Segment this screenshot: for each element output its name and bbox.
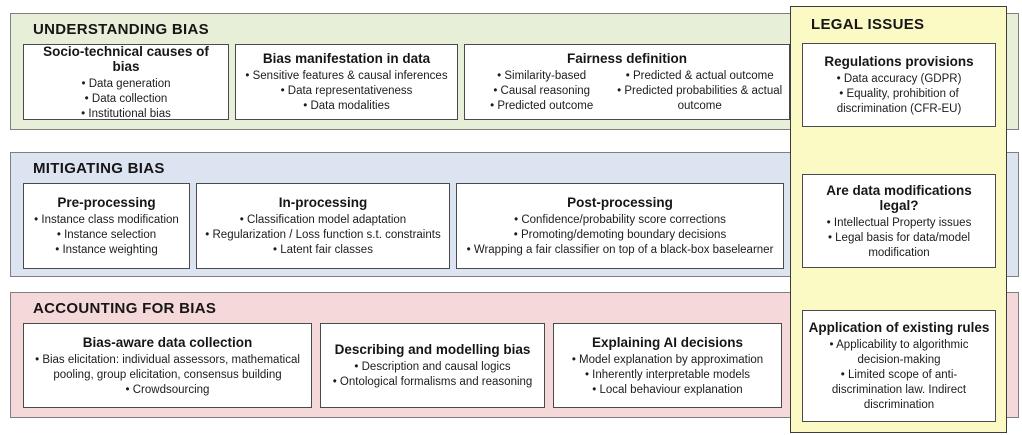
box-bias-manifestation-in-data: Bias manifestation in data • Sensitive f… [235,44,458,120]
bullet-item: • Wrapping a fair classifier on top of a… [466,244,774,256]
mitigating-bias-boxes: Pre-processing • Instance class modifica… [23,183,1018,269]
section-title-legal-issues: LEGAL ISSUES [811,16,925,33]
bullet-list: • Predicted & actual outcome • Predicted … [614,69,785,114]
bullet-item: • Causal reasoning [493,85,591,97]
bullet-list: • Description and causal logics • Ontolog… [325,360,540,390]
box-title: In-processing [278,195,368,210]
box-title: Socio-technical causes of bias [43,43,209,74]
bullet-item: • Data generation [81,77,171,90]
box-title: Bias manifestation in data [262,51,431,66]
box-title: Regulations provisions [824,54,974,69]
box-explaining-ai-decisions: Explaining AI decisions • Model explanat… [553,323,782,408]
bullet-item: • Model explanation by approximation [571,353,764,366]
section-title-understanding-bias: UNDERSTANDING BIAS [33,21,209,38]
box-pre-processing: Pre-processing • Instance class modifica… [23,183,190,269]
bullet-item: • Local behaviour explanation [592,383,743,396]
box-application-of-existing-rules: Application of existing rules • Applicab… [802,310,996,422]
bullet-item: • Confidence/probability score correctio… [514,214,726,226]
bullet-list: • Sensitive features & causal inferences… [240,69,453,114]
box-fairness-definition: Fairness definition • Similarity-based• … [464,44,790,120]
bullet-item: • Instance class modification [34,214,179,226]
bullet-list: • Model explanation by approximation • In… [558,353,777,398]
box-in-processing: In-processing • Classification model ada… [196,183,450,269]
bullet-item: • Crowdsourcing [125,383,210,396]
bullet-list: • Similarity-based • Causal reasoning • Pr… [469,69,614,114]
bullet-item: • Instance selection [56,229,157,241]
bullet-item: • Regularization / Loss function s.t. co… [205,229,441,241]
box-bias-aware-data-collection: Bias-aware data collection • Bias elicit… [23,323,312,408]
box-title: Fairness definition [566,51,688,66]
bullet-list: • Data generation • Data collection • Inst… [28,77,224,122]
bullet-list: • Classification model adaptation • Regul… [201,213,445,258]
bullet-item: • Intellectual Property issues [826,216,972,229]
bullet-list: • Bias elicitation: individual assessors… [28,353,307,398]
bullet-list: • Data accuracy (GDPR) • Equality, prohib… [808,72,990,117]
bullet-item: • Similarity-based [497,70,587,82]
bullet-item: • Predicted & actual outcome [625,70,774,82]
bullet-item: • Data collection [84,92,168,105]
bullet-item: • Institutional bias [81,107,171,120]
bullet-item: • Sensitive features & causal inferences [245,70,448,82]
bullet-item: • Predicted probabilities & actual outco… [617,85,783,112]
box-post-processing: Post-processing • Confidence/probability… [456,183,784,269]
bullet-item: • Data accuracy (GDPR) [836,73,962,85]
bullet-item: • Instance weighting [55,244,158,256]
box-title: Explaining AI decisions [591,334,744,350]
fairness-definition-columns: • Similarity-based • Causal reasoning • Pr… [469,69,785,114]
accounting-for-bias-boxes: Bias-aware data collection • Bias elicit… [23,323,1018,408]
bullet-item: • Classification model adaptation [239,214,407,226]
box-title: Application of existing rules [808,320,990,335]
bullet-item: • Inherently interpretable models [584,368,751,381]
box-title: Post-processing [567,195,673,210]
bullet-item: • Legal basis for data/model modificatio… [827,231,971,259]
bullet-list: • Confidence/probability score correctio… [461,213,779,258]
box-are-data-modifications-legal: Are data modifications legal? • Intellec… [802,174,996,268]
understanding-bias-boxes: Socio-technical causes of bias • Data ge… [23,44,1018,120]
bullet-item: • Predicted outcome [490,100,594,112]
bullet-item: • Applicability to algorithmic decision-… [829,339,969,366]
bullet-item: • Equality, prohibition of discriminatio… [836,88,962,115]
box-regulations-provisions: Regulations provisions • Data accuracy (… [802,43,996,127]
bullet-list: • Applicability to algorithmic decision-… [808,338,990,413]
bullet-item: • Latent fair classes [273,244,373,256]
bullet-item: • Description and causal logics [354,361,511,373]
box-title: Are data modifications legal? [826,182,972,213]
box-socio-technical-causes-of-bias: Socio-technical causes of bias • Data ge… [23,44,229,120]
bullet-item: • Limited scope of anti-discrimination l… [831,369,967,411]
section-title-accounting-for-bias: ACCOUNTING FOR BIAS [33,300,217,317]
bullet-list: • Intellectual Property issues • Legal ba… [808,216,990,261]
bullet-item: • Data representativeness [280,85,413,97]
box-describing-and-modelling-bias: Describing and modelling bias • Descript… [320,323,545,408]
panel-legal-issues: LEGAL ISSUES Regulations provisions • Da… [790,6,1007,433]
box-title: Bias-aware data collection [82,334,253,350]
bullet-item: • Bias elicitation: individual assessors… [35,353,300,381]
bullet-list: • Instance class modification • Instance … [28,213,185,258]
box-title: Pre-processing [57,195,156,210]
bullet-item: • Ontological formalisms and reasoning [332,376,533,388]
box-title: Describing and modelling bias [334,342,531,357]
bullet-item: • Promoting/demoting boundary decisions [513,229,727,241]
section-title-mitigating-bias: MITIGATING BIAS [33,160,165,177]
bullet-item: • Data modalities [303,100,390,112]
